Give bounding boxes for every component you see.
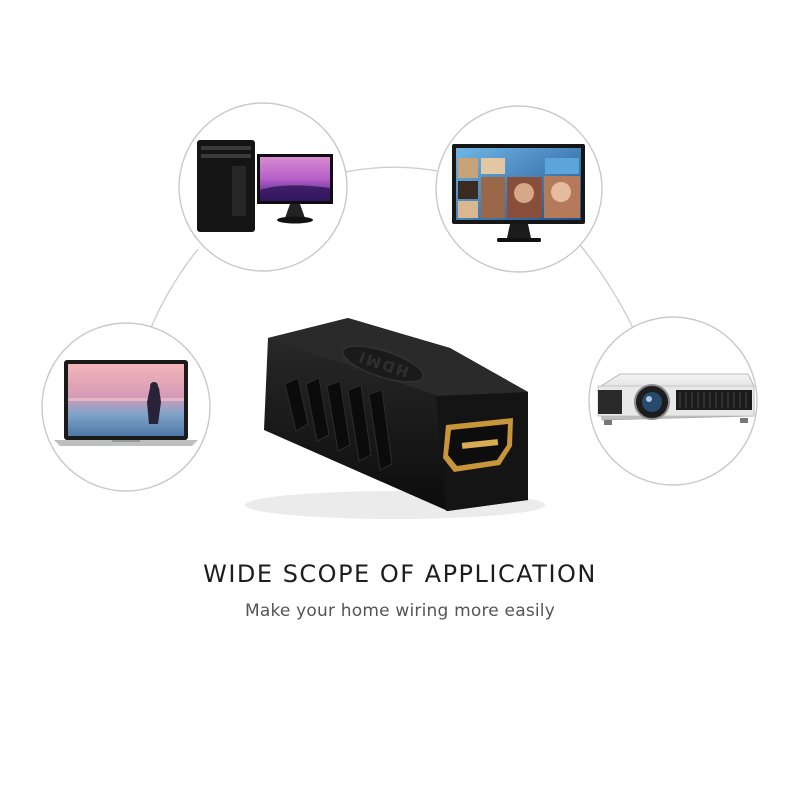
projector-icon — [597, 373, 755, 425]
connector-lines — [149, 166, 634, 331]
tv-circle — [435, 105, 603, 273]
desktop-pc-icon — [197, 140, 333, 232]
connector-line-tv-projector — [579, 244, 634, 329]
tv-icon — [452, 144, 585, 242]
subline: Make your home wiring more easily — [244, 601, 555, 621]
hdmi-port-icon — [443, 418, 513, 472]
laptop-icon — [54, 360, 198, 446]
laptop-circle — [41, 322, 211, 492]
headline: WIDE SCOPE OF APPLICATION — [203, 560, 597, 588]
projector-circle — [588, 316, 758, 486]
desktop-circle — [178, 102, 348, 272]
connector-line-desktop-laptop — [149, 248, 199, 331]
hdmi-adapter: HDMI — [245, 318, 545, 519]
connector-line-desktop-tv — [344, 166, 438, 173]
